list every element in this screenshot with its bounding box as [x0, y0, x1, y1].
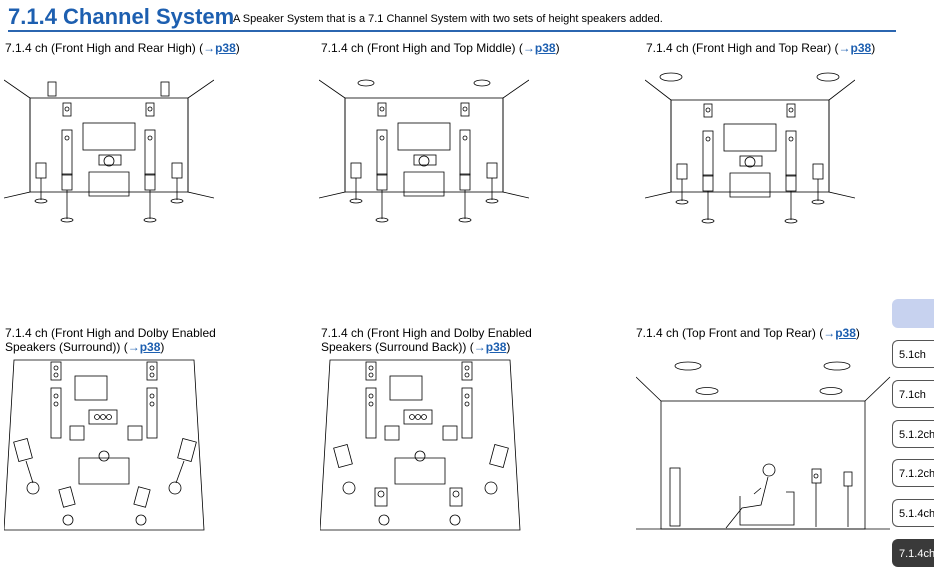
room-diagram-top-front-top-rear	[636, 360, 891, 535]
room-diagram-dolby-surround-back	[320, 358, 522, 533]
room-diagram-front-high-top-middle	[319, 76, 529, 226]
page-link[interactable]: p38	[485, 340, 507, 354]
page-link[interactable]: p38	[835, 326, 856, 340]
caption-front-high-rear-high: 7.1.4 ch (Front High and Rear High) (→p3…	[5, 41, 240, 55]
room-diagram-dolby-surround	[4, 358, 206, 533]
page-link[interactable]: p38	[534, 41, 556, 55]
side-tab-header	[892, 299, 934, 328]
side-tab-7-1ch[interactable]: 7.1ch	[892, 380, 934, 408]
page-title: 7.1.4 Channel System	[8, 4, 235, 29]
caption-front-high-top-middle: 7.1.4 ch (Front High and Top Middle) (→p…	[321, 41, 560, 55]
side-tab-5-1-4ch[interactable]: 5.1.4ch	[892, 499, 934, 527]
page-link[interactable]: p38	[139, 340, 161, 354]
caption-top-front-top-rear: 7.1.4 ch (Top Front and Top Rear) (→p38)	[636, 326, 860, 340]
side-tab-5-1ch[interactable]: 5.1ch	[892, 340, 934, 368]
caption-dolby-surround: 7.1.4 ch (Front High and Dolby Enabled S…	[5, 326, 216, 354]
caption-front-high-top-rear: 7.1.4 ch (Front High and Top Rear) (→p38…	[646, 41, 876, 55]
caption-dolby-surround-back: 7.1.4 ch (Front High and Dolby Enabled S…	[321, 326, 532, 354]
room-diagram-front-high-rear-high	[4, 76, 214, 226]
side-tab-7-1-4ch[interactable]: 7.1.4ch	[892, 539, 934, 567]
side-tab-5-1-2ch[interactable]: 5.1.2ch	[892, 420, 934, 448]
page-link[interactable]: p38	[215, 41, 236, 55]
side-tab-7-1-2ch[interactable]: 7.1.2ch	[892, 459, 934, 487]
room-diagram-front-high-top-rear	[645, 70, 855, 225]
page-header: 7.1.4 Channel System A Speaker System th…	[8, 4, 896, 32]
page-link[interactable]: p38	[850, 41, 872, 55]
page-subtitle: A Speaker System that is a 7.1 Channel S…	[233, 13, 663, 25]
